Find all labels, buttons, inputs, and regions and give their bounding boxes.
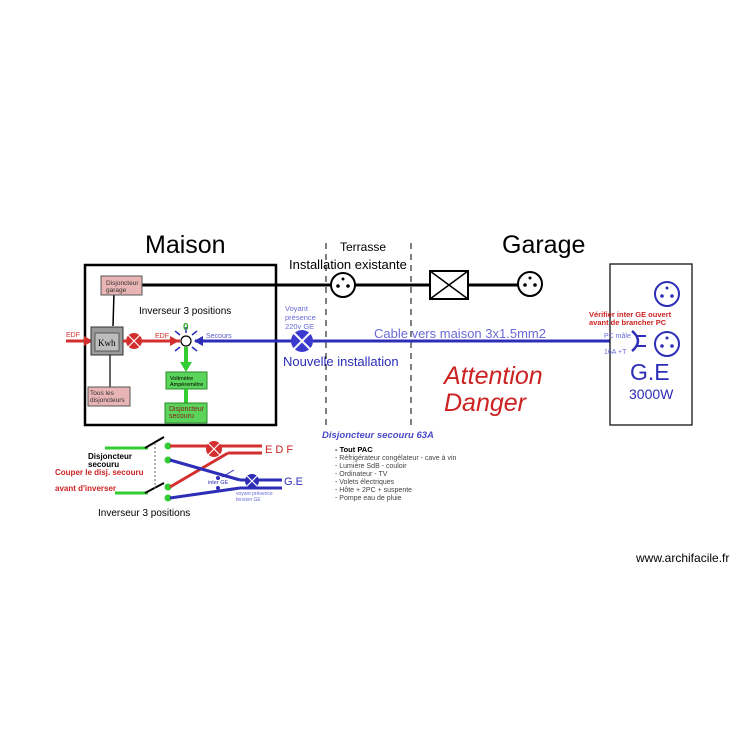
edf-mid-label: EDF [155,333,169,340]
secouru-item-6: - Pompe eau de pluie [335,495,402,502]
secouru-item-4: - Volets électriques [335,479,395,486]
edf-input-label: EDF [66,332,80,339]
detail-contact-3 [164,483,172,491]
tous-disjoncteurs-box [87,386,131,407]
secouru-feed-arrow [180,362,192,372]
voyant-label-2: présence [285,313,316,322]
danger-label: Danger [444,389,528,417]
edf-lamp-cross [127,334,141,348]
secouru-item-5: - Hôte + 2PC + suspente [335,487,412,494]
disjoncteur-secouru-label-2: secouru [169,413,194,420]
detail-inter-ge-label: inter GE [208,480,229,486]
zero-position-label: 0 [183,322,189,333]
existing-installation-line [112,291,115,327]
generator-socket-top-pin-2 [670,294,674,298]
generator-note-2: avant de brancher PC [589,318,667,327]
garage-socket-pin-3 [528,276,532,280]
inverseur-spokes-icon [174,327,198,352]
generator-socket-top-pin-3 [665,286,669,290]
cable-label: Cable vers maison 3x1.5mm2 [374,326,546,341]
generator-socket-top-icon [654,281,680,307]
secouru-item-1: - Réfrigérateur congélateur - cave à vin [335,455,456,462]
generator-note-1: Vérifier inter GE ouvert [589,310,672,319]
voltmetre-label-2: Ampèremètre [170,382,203,388]
detail-inter-ge-blade [221,469,235,478]
secouru-item-2: - Lumière SdB - couloir [335,463,407,470]
voltmetre-label-1: Voltmètre [170,376,193,382]
generator-power-label: 3000W [629,386,674,402]
garage-socket-pin-1 [523,283,527,287]
kwh-meter-display [94,332,120,352]
detail-inverseur-label: Inverseur 3 positions [98,508,190,519]
inverseur-switch-icon [180,335,192,347]
detail-voyant-label-2: tension GE [236,497,261,503]
voyant-label-1: Voyant [285,304,309,313]
detail-voyant-label-1: voyant présence [236,491,273,497]
maison-title: Maison [145,231,226,259]
edf-mid-arrow [170,336,179,346]
pc-male-plug-icon [631,330,640,352]
inverseur-detail: E D F inter GE G.E voyant présence tensi… [105,436,303,503]
terrace-socket-pin-1 [336,284,340,288]
detail-inter-ge-contact-2 [216,486,220,490]
secours-arrow [194,336,203,346]
junction-box-cross [429,270,469,300]
disjoncteur-secouru-label-1: Disjoncteur [169,406,205,413]
disjoncteur-garage-label-1: Disjoncteur [106,280,139,287]
pc-label-1: PC mâle [604,333,631,340]
detail-contact-1 [164,442,172,450]
detail-ge-wire-2 [169,486,241,500]
edf-input-arrow [84,336,93,346]
detail-blade-1 [144,436,165,449]
detail-warning-label-2: avant d'inverser [55,484,116,493]
detail-warning-label-1: Couper le disj. secouru [55,468,144,477]
detail-voyant-lamp-cross [246,475,258,487]
detail-edf-wire-2 [169,451,229,489]
tous-disjoncteurs-label-1: Tous les [90,390,115,397]
terrasse-title: Terrasse [340,240,386,254]
detail-ge-label: G.E [284,476,303,488]
generator-socket-bottom-pin-2 [670,344,674,348]
voyant-lamp-cross [293,332,311,350]
garage-socket-icon [517,271,543,297]
inverseur-label: Inverseur 3 positions [139,306,231,317]
detail-contact-2 [164,456,172,464]
secouru-item-0: - Tout PAC [335,445,373,454]
secouru-63a-title: Disjoncteur secouru 63A [322,430,434,441]
detail-inter-ge-contact-1 [216,476,220,480]
voyant-label-3: 220v GE [285,322,314,331]
attention-label: Attention [442,362,543,390]
tous-disjoncteurs-label-2: disjoncteurs [90,397,125,404]
generator-socket-bottom-icon [654,331,680,357]
terrace-socket-pin-3 [341,277,345,281]
terrace-socket-pin-2 [346,284,350,288]
detail-ge-wire-1 [169,458,241,482]
detail-disjoncteur-label-1: Disjoncteur [88,452,132,461]
generator-socket-bottom-pin-1 [660,344,664,348]
watermark: www.archifacile.fr [635,551,729,565]
disjoncteur-garage-label-2: garage [106,287,127,294]
detail-edf-lamp-cross [207,442,221,456]
generator-label: G.E [630,359,670,385]
installation-existante-label: Installation existante [289,257,407,272]
terrace-socket-icon [330,272,356,298]
garage-socket-pin-2 [533,283,537,287]
secours-label: Secours [206,333,232,340]
detail-contact-4 [164,494,172,502]
disjoncteur-garage-box [100,275,143,296]
detail-disjoncteur-label-2: secouru [88,460,119,469]
detail-edf-label: E D F [265,444,293,456]
generator-socket-top-pin-1 [660,294,664,298]
secouru-item-3: - Ordinateur - TV [335,471,388,478]
nouvelle-installation-label: Nouvelle installation [283,354,399,369]
kwh-label: Kwh [98,338,116,348]
pc-label-2: 16A +T [604,349,627,356]
garage-title: Garage [502,231,585,259]
disjoncteur-secouru-box [164,402,208,424]
generator-socket-bottom-pin-3 [665,336,669,340]
